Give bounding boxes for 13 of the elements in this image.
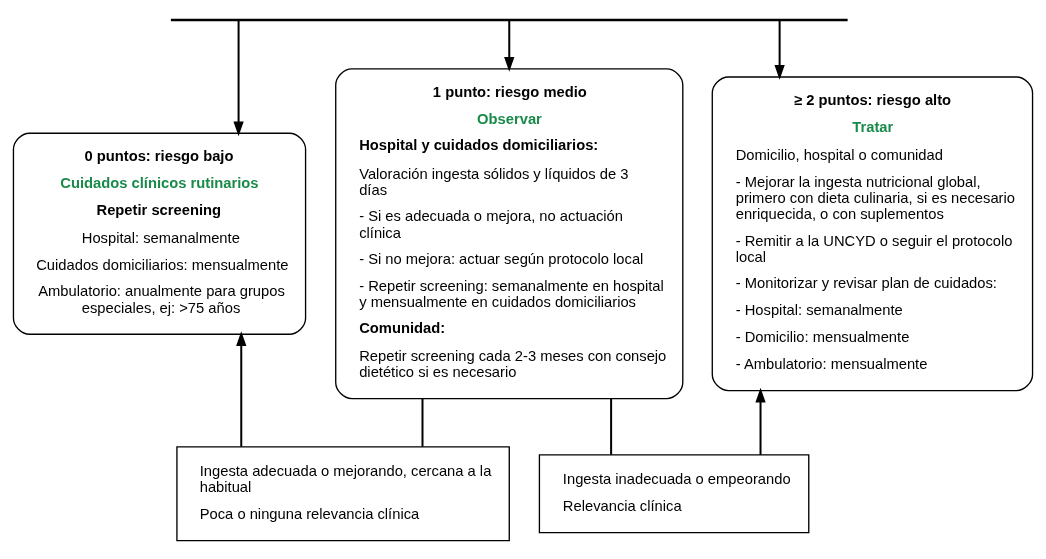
connector [421,398,424,447]
node-box: ≥ 2 puntos: riesgo alto Tratar Domicilio, hospital o comunidad - Mejorar la ingesta nutricional global, primero con dieta culinaria, si es necesario enriquecida, o con suplementos - Remitir a la UNCYD o seguir el protocolo local - Monitorizar y revisar plan de cuidados: - Hospital: semanalmente - Domicilio: mensualmente - Ambulatorio: mensualmente [711,75,1034,391]
arrow [755,387,766,455]
arrow [774,20,785,80]
node-box: Ingesta adecuada o mejorando, cercana a la habitual Poca o ninguna relevancia clínica [176,445,510,541]
node-box: 0 puntos: riesgo bajo Cuidados clínicos rutinarios Repetir screening Hospital: semanalmente Cuidados domiciliarios: mensualmente Ambulatorio: anualmente para grupos especiales, ej: >75 años [12,132,307,335]
connector [610,398,613,455]
arrow [233,20,244,136]
node-box: Ingesta inadecuada o empeorando Relevancia clínica [538,453,810,533]
node-bar [170,18,848,21]
node-box: 1 punto: riesgo medio Observar Hospital y cuidados domiciliarios: Valoración ingesta sólidos y líquidos de 3 días - Si es adecuada o mejora, no actuación clínica - Si no mejora: actuar según protocolo local - Repetir screening: semanalmente en hospital y mensualmente en cuidados domiciliarios Comunidad: Repetir screening cada 2-3 meses con consejo dietético si es necesario [335,67,684,399]
arrow [236,330,247,447]
arrow [504,20,515,72]
